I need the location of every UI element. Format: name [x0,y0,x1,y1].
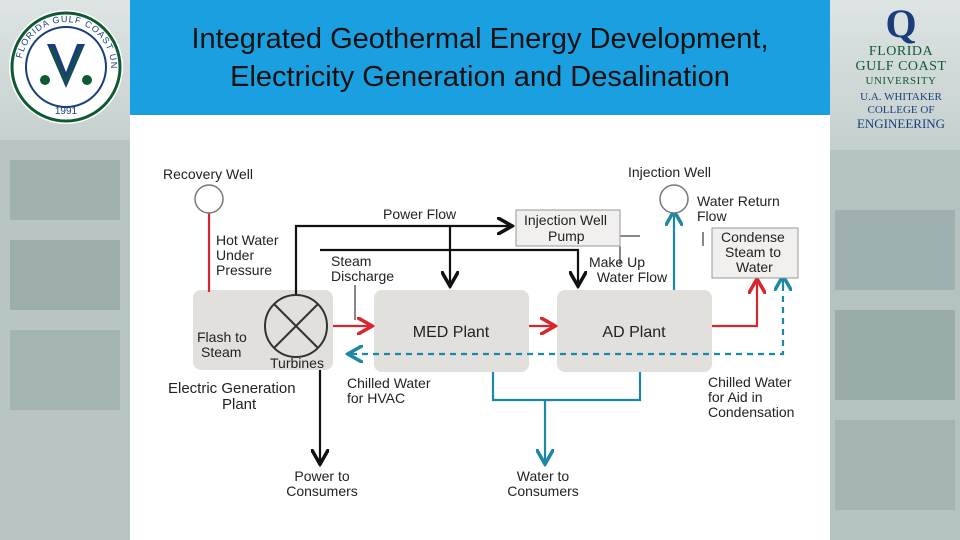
university-seal: FLORIDA GULF COAST UNIVERSITY 1991 [7,8,123,124]
make-up-label-2: Water Flow [597,269,668,285]
condense-label-2: Steam to [725,244,781,260]
water-flow-lines [350,213,783,462]
hot-water-label-1: Hot Water [216,232,279,248]
steam-discharge-label-2: Discharge [331,268,394,284]
logo-university-3: UNIVERSITY [865,75,937,87]
electric-gen-label-1: Electric Generation [168,380,296,397]
recovery-well-label: Recovery Well [163,166,253,182]
hot-water-label-2: Under [216,247,254,263]
make-up-label-1: Make Up [589,254,645,270]
turbines-label: Turbines [270,355,324,371]
logo-university-1: FLORIDA [868,44,934,59]
injection-well-icon [659,184,689,214]
power-consumers-label-2: Consumers [286,483,358,499]
recovery-well-icon [194,184,224,214]
logo-college-2: COLLEGE OF [867,104,935,116]
injection-well-label: Injection Well [628,164,711,180]
chilled-hvac-label-1: Chilled Water [347,375,431,391]
logo-college-1: U.A. WHITAKER [860,91,942,103]
chilled-aid-label-1: Chilled Water [708,374,792,390]
fgcu-engineering-logo: Q FLORIDA GULF COAST UNIVERSITY U.A. WHI… [845,2,957,142]
hot-water-label-3: Pressure [216,262,272,278]
title-line-1: Integrated Geothermal Energy Development… [191,22,769,55]
med-plant-label: MED Plant [413,324,490,341]
injection-pump-label-2: Pump [548,228,585,244]
water-consumers-label-2: Consumers [507,483,579,499]
logo-school: ENGINEERING [856,116,946,131]
injection-pump-box [515,209,621,247]
med-plant-box [374,290,529,372]
electric-gen-label-2: Plant [222,396,257,413]
title-line-2: Electricity Generation and Desalination [230,60,730,93]
water-return-label-1: Water Return [697,193,780,209]
power-flow-label: Power Flow [383,206,457,222]
seal-outer-ring [10,11,122,123]
condense-box [711,227,799,279]
water-return-label-2: Flow [697,208,727,224]
power-consumers-label-1: Power to [294,468,349,484]
ad-plant-label: AD Plant [602,324,666,341]
logo-mark: Q [885,1,917,46]
title-bar: Integrated Geothermal Energy Development… [130,0,830,115]
flash-label-1: Flash to [197,329,247,345]
injection-pump-label-1: Injection Well [524,212,607,228]
logo-university-2: GULF COAST [855,59,947,74]
water-consumers-label-1: Water to [517,468,570,484]
chilled-aid-label-3: Condensation [708,404,794,420]
condense-label-1: Condense [721,229,785,245]
condense-label-3: Water [736,259,773,275]
seal-year: 1991 [55,106,78,117]
steam-discharge-label-1: Steam [331,253,371,269]
chilled-hvac-label-2: for HVAC [347,390,405,406]
ad-plant-box [557,290,712,372]
hot-water-flow-lines [207,213,757,365]
chilled-aid-label-2: for Aid in [708,389,762,405]
flash-label-2: Steam [201,344,241,360]
